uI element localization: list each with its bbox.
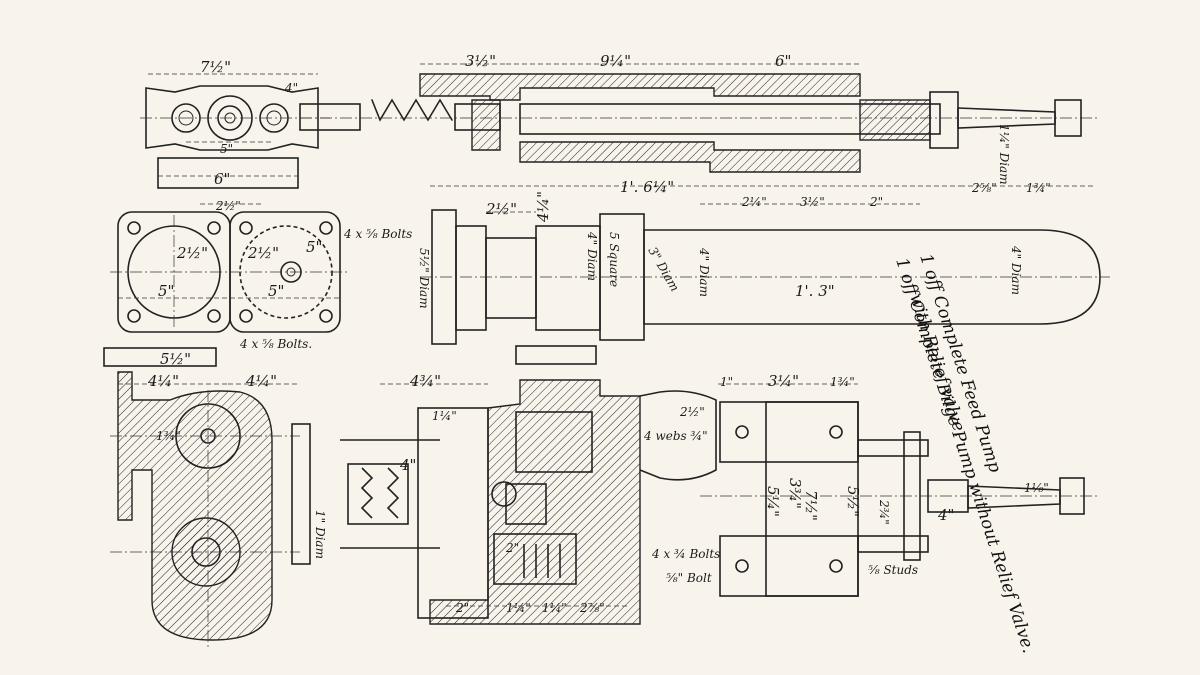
dim-label: 5" xyxy=(268,282,284,300)
dim-label: 1" Diam xyxy=(313,510,327,559)
dim-label: 1¼" xyxy=(506,601,531,615)
top-left-end-view: 7½" 4" 5" 6" xyxy=(140,58,330,189)
dim-label: 5 Square xyxy=(607,232,621,287)
bolt-note: 4 x ¾ Bolts xyxy=(651,547,720,561)
dim-label: 1" xyxy=(720,375,733,389)
dim-label: 6" xyxy=(214,170,230,188)
dim-label: 2¾" xyxy=(877,499,891,525)
dim-label: 5½" xyxy=(844,486,862,517)
dim-label: 3¾" xyxy=(786,478,804,509)
dim-label: 6" xyxy=(775,52,791,70)
dim-label: 9¼" xyxy=(600,52,631,70)
dim-label: 1¾" xyxy=(156,429,181,443)
valve-box-section: 4¾" 4" 1¼" 4 webs ¾" 2½" 2" 1¼" 1¼" 2⅞" … xyxy=(340,372,720,625)
dim-label: 3½" xyxy=(800,195,825,209)
dim-label: 4" Diam xyxy=(697,247,711,297)
dim-label: 4" Diam xyxy=(585,231,599,281)
dim-label: 4 webs ¾" xyxy=(643,429,708,443)
caption: 1 off Complete Bilge Pump without Relief… xyxy=(891,251,1038,655)
dim-label: 4" xyxy=(399,456,416,474)
dim-label: 4¼" xyxy=(534,191,552,223)
bilge-pump-side-view: 4¼" 4¼" 1¾" 1" Diam xyxy=(110,371,327,650)
dim-label: 4" xyxy=(284,81,298,95)
bolt-note: ⅝ Studs xyxy=(868,563,918,577)
dim-label: 3½" xyxy=(465,52,496,70)
bolt-note: 4 x ⅝ Bolts xyxy=(343,227,412,241)
dim-label: 4¼" xyxy=(245,372,277,390)
feed-pump-section: 3½" 9¼" 6" 1'. 6¼" 2⅝" 1¾" 2¼" 3½" 2" 1¼… xyxy=(299,52,1100,209)
dim-label: 2½" xyxy=(176,244,208,262)
dim-label: 3" Diam xyxy=(645,245,682,294)
dim-label: 2¼" xyxy=(741,195,767,209)
dim-label: 7½" xyxy=(200,58,231,76)
dim-label: 2½" xyxy=(247,244,279,262)
dim-label: 1¼" Diam xyxy=(997,124,1011,185)
dim-label: 4" Diam xyxy=(1009,245,1023,295)
dim-label: 2" xyxy=(869,195,883,209)
dim-label: 1'. 3" xyxy=(795,282,835,300)
dim-label: 2⅞" xyxy=(579,601,605,615)
dim-label: 1'. 6¼" xyxy=(620,178,674,196)
dim-label: 4¾" xyxy=(409,372,441,390)
dim-label: 3¼" xyxy=(768,372,799,390)
bolt-note: ⅝" Bolt xyxy=(666,571,712,585)
dim-label: 2" xyxy=(455,601,469,615)
dim-label: 2½" xyxy=(215,199,241,213)
dim-label: 4¼" xyxy=(147,372,179,390)
dim-label: 5¼" xyxy=(764,486,782,517)
bolt-note: 4 x ⅝ Bolts. xyxy=(239,337,312,351)
mid-left-end-view: 2½" 2½" 2½" 5" 5" 5" 4 x ⅝ Bolts 4 x ⅝ B… xyxy=(103,199,412,368)
dim-label: 2½" xyxy=(485,200,517,218)
dim-label: 5½" Diam xyxy=(417,248,431,309)
dim-label: 5" xyxy=(220,142,233,156)
dim-label: 5" xyxy=(306,238,322,256)
crosshead-frame-view: 1" 3¼" 1¾" 3¾" 7½" 5¼" 5½" 2¾" 4" ⅝ Stud… xyxy=(700,372,1100,597)
dim-label: 2" xyxy=(505,541,519,555)
dim-label: 1¼" xyxy=(542,601,567,615)
dim-label: 1¾" xyxy=(830,375,855,389)
dim-label: 1¾" xyxy=(1026,181,1051,195)
dim-label: 2½" xyxy=(679,405,705,419)
dim-label: 7½" xyxy=(802,490,820,521)
dim-label: 1⅛" xyxy=(1024,481,1049,495)
dim-label: 5½" xyxy=(160,350,191,368)
dim-label: 4" xyxy=(937,506,954,524)
dim-label: 2⅝" xyxy=(971,181,997,195)
dim-label: 5" xyxy=(158,282,174,300)
dim-label: 1¼" xyxy=(432,409,457,423)
plunger-view: 2½" 4¼" 5½" Diam 4" Diam 5 Square 3" Dia… xyxy=(417,191,1110,365)
